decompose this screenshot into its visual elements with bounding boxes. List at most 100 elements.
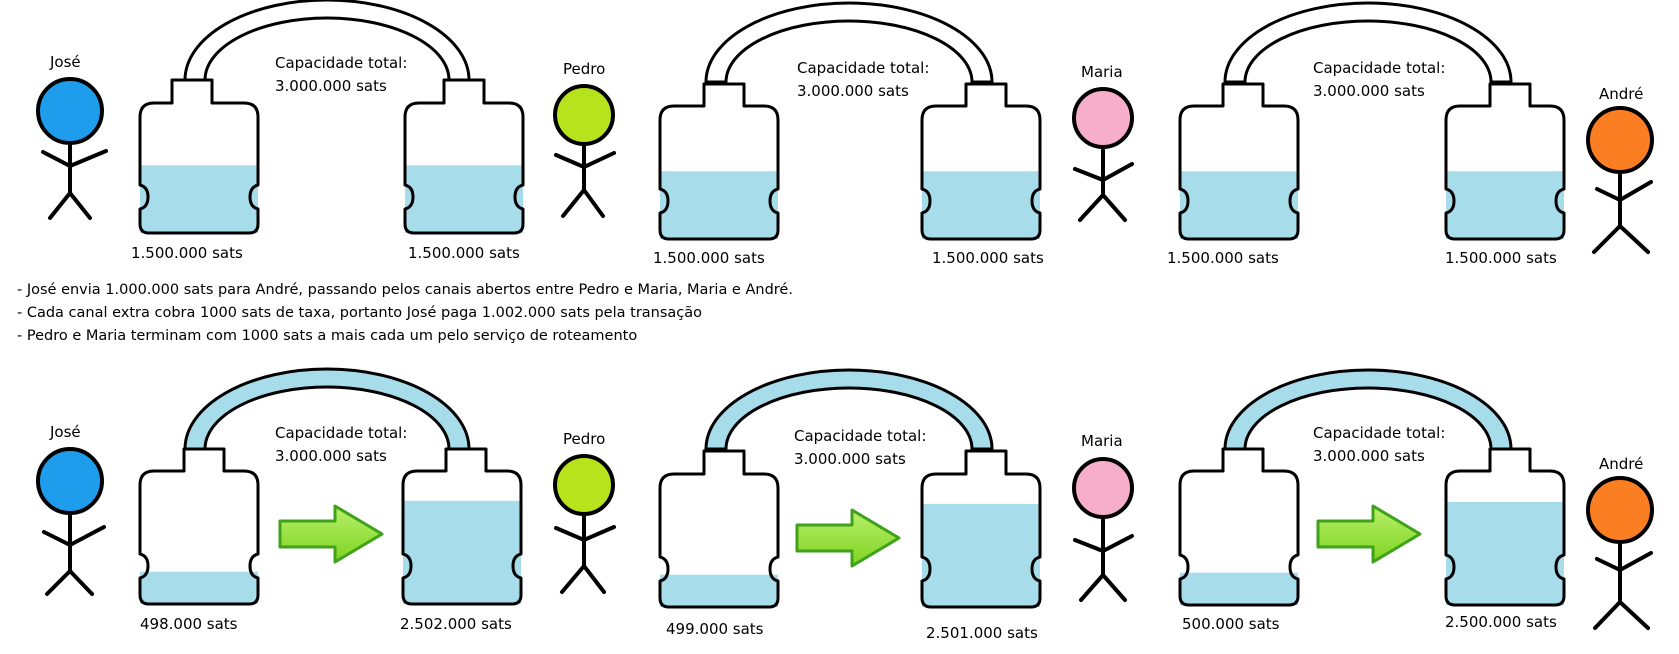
body-maria — [1073, 145, 1134, 222]
bottle-outline — [403, 78, 525, 235]
arrow-shape — [1316, 504, 1422, 564]
water-level-pedro — [405, 165, 523, 233]
water-level-andre — [1446, 171, 1564, 239]
water-level-jose — [140, 571, 258, 604]
stick-figure-jose — [36, 447, 106, 596]
head-andre — [1586, 106, 1654, 174]
balance-pedro: 1.500.000 sats — [653, 249, 765, 267]
pipe — [704, 368, 994, 451]
balance-pedro: 1.500.000 sats — [408, 244, 520, 262]
bottle-outline — [1178, 82, 1300, 241]
stick-figure-maria — [1072, 87, 1134, 222]
head-maria — [1072, 457, 1134, 519]
capacity-label-line1: Capacidade total: — [275, 424, 407, 442]
channel-jose-pedro: Capacidade total: 3.000.000 sats 498.000… — [138, 367, 523, 633]
pipe — [1223, 1, 1513, 84]
body-jose — [42, 511, 106, 596]
person-name-pedro: Pedro — [563, 430, 605, 448]
balance-jose: 498.000 sats — [140, 615, 238, 633]
water-level-maria — [1180, 171, 1298, 239]
capacity-label-line2: 3.000.000 sats — [275, 77, 387, 95]
water-level-maria — [922, 171, 1040, 239]
water-level-pedro — [660, 171, 778, 239]
water-level-pedro — [660, 574, 778, 607]
capacity-label-line2: 3.000.000 sats — [797, 82, 909, 100]
balance-maria: 1.500.000 sats — [932, 249, 1044, 267]
arrow-right-icon — [795, 508, 901, 568]
person-name-jose: José — [49, 53, 81, 71]
head-pedro — [553, 84, 615, 146]
channel-maria-andre: Capacidade total: 3.000.000 sats 500.000… — [1178, 368, 1566, 633]
capacity-label-line2: 3.000.000 sats — [1313, 447, 1425, 465]
bottle-andre-side — [1444, 447, 1566, 607]
stick-figure-jose — [36, 77, 108, 220]
channels-before-payment: José Pedro Maria André — [36, 0, 1654, 267]
balance-pedro: 499.000 sats — [666, 620, 764, 638]
channel-maria-andre: Capacidade total: 3.000.000 sats 1.500.0… — [1167, 1, 1566, 267]
person-name-maria: Maria — [1081, 63, 1123, 81]
bottle-outline — [401, 447, 523, 606]
bottle-outline — [1178, 447, 1300, 607]
capacity-label-line1: Capacidade total: — [794, 427, 926, 445]
bottle-pedro-side — [658, 449, 780, 609]
person-name-maria: Maria — [1081, 432, 1123, 450]
note-line-2: - Cada canal extra cobra 1000 sats de ta… — [17, 305, 702, 321]
body-andre — [1593, 540, 1653, 630]
head-pedro — [553, 454, 615, 516]
person-name-andre: André — [1599, 85, 1643, 103]
body-jose — [41, 141, 108, 220]
body-andre — [1592, 170, 1653, 254]
arrow-right-icon — [1316, 504, 1422, 564]
body-maria — [1073, 515, 1134, 602]
bottle-maria-side — [1178, 447, 1300, 607]
head-andre — [1586, 476, 1654, 544]
balance-maria: 2.501.000 sats — [926, 624, 1038, 642]
channel-jose-pedro: Capacidade total: 3.000.000 sats 1.500.0… — [131, 0, 525, 262]
note-line-1: - José envia 1.000.000 sats para André, … — [17, 282, 793, 298]
water-level-andre — [1446, 501, 1564, 605]
explanation-notes: - José envia 1.000.000 sats para André, … — [17, 282, 793, 344]
person-name-andre: André — [1599, 455, 1643, 473]
bottle-outline — [138, 447, 260, 606]
stick-figure-pedro — [553, 454, 616, 594]
water-level-maria — [922, 503, 1040, 607]
balance-jose: 1.500.000 sats — [131, 244, 243, 262]
capacity-label-line1: Capacidade total: — [1313, 59, 1445, 77]
balance-maria: 500.000 sats — [1182, 615, 1280, 633]
balance-pedro: 2.502.000 sats — [400, 615, 512, 633]
bottle-maria-side — [1178, 82, 1300, 241]
body-pedro — [554, 512, 616, 594]
bottle-outline — [1444, 82, 1566, 241]
bottle-maria-side — [920, 449, 1042, 609]
note-line-3: - Pedro e Maria terminam com 1000 sats a… — [17, 328, 637, 344]
capacity-label-line1: Capacidade total: — [275, 54, 407, 72]
person-name-pedro: Pedro — [563, 60, 605, 78]
bottle-outline — [1444, 447, 1566, 607]
bottle-outline — [658, 82, 780, 241]
capacity-label-line2: 3.000.000 sats — [1313, 82, 1425, 100]
bottle-andre-side — [1444, 82, 1566, 241]
bottle-outline — [920, 82, 1042, 241]
channels-after-payment: José Pedro Maria André — [36, 367, 1654, 642]
capacity-label-line1: Capacidade total: — [797, 59, 929, 77]
balance-maria: 1.500.000 sats — [1167, 249, 1279, 267]
stick-figure-pedro — [553, 84, 616, 218]
head-maria — [1072, 87, 1134, 149]
arrow-shape — [795, 508, 901, 568]
bottle-outline — [920, 449, 1042, 609]
head-jose — [36, 447, 104, 515]
bottle-outline — [658, 449, 780, 609]
water-level-jose — [140, 165, 258, 233]
head-jose — [36, 77, 104, 145]
bottle-outline — [138, 78, 260, 235]
stick-figure-andre — [1586, 476, 1654, 630]
water-level-maria — [1180, 572, 1298, 605]
channel-pedro-maria: Capacidade total: 3.000.000 sats 1.500.0… — [653, 1, 1044, 267]
balance-andre: 2.500.000 sats — [1445, 613, 1557, 631]
arrow-shape — [278, 504, 384, 564]
bottle-jose-side — [138, 78, 260, 235]
capacity-label-line2: 3.000.000 sats — [275, 447, 387, 465]
body-pedro — [554, 142, 616, 218]
bottle-pedro-side — [658, 82, 780, 241]
